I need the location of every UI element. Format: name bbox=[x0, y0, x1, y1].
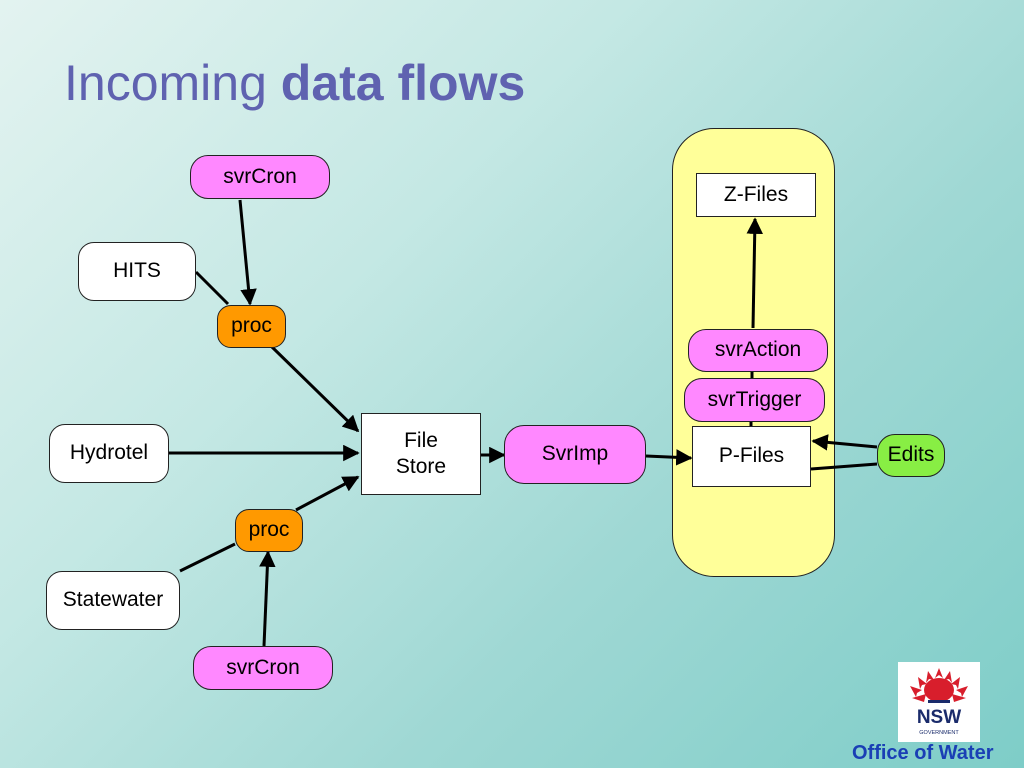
proc-top-node: proc bbox=[217, 305, 286, 348]
edge-proc-top-to-filestore bbox=[270, 345, 360, 433]
svrimp-node: SvrImp bbox=[504, 425, 646, 484]
svrtrigger-node: svrTrigger bbox=[684, 378, 825, 422]
nsw-government-logo: NSW GOVERNMENT bbox=[898, 662, 980, 742]
p-files-node: P-Files bbox=[692, 426, 811, 487]
file-store-node: File Store bbox=[361, 413, 481, 495]
edits-node: Edits bbox=[877, 434, 945, 477]
edge-svrcron-top-to-proc bbox=[238, 199, 257, 306]
logo-text: NSW bbox=[917, 707, 961, 728]
file-store-label-line1: File bbox=[404, 428, 438, 452]
statewater-node: Statewater bbox=[46, 571, 180, 630]
hydrotel-node: Hydrotel bbox=[49, 424, 169, 483]
z-files-node: Z-Files bbox=[696, 173, 816, 217]
edge-statewater-to-proc bbox=[179, 542, 236, 573]
edge-edits-to-pfiles bbox=[811, 434, 878, 451]
svrcron-top-node: svrCron bbox=[190, 155, 330, 199]
hits-node: HITS bbox=[78, 242, 196, 301]
title-bold: data flows bbox=[280, 55, 526, 111]
svrcron-bottom-node: svrCron bbox=[193, 646, 333, 690]
waratah-icon: NSW GOVERNMENT bbox=[910, 668, 968, 736]
proc-bottom-node: proc bbox=[235, 509, 303, 552]
edge-pfiles-to-edits bbox=[810, 462, 878, 471]
svraction-node: svrAction bbox=[688, 329, 828, 372]
file-store-label-line2: Store bbox=[395, 455, 447, 478]
title-normal: Incoming bbox=[64, 55, 267, 111]
edge-svrcron-bottom-to-proc bbox=[259, 550, 276, 647]
organization-name: Office of Water bbox=[852, 742, 994, 764]
edge-svraction-to-zfiles bbox=[746, 217, 763, 329]
logo-subtext: GOVERNMENT bbox=[919, 730, 959, 736]
edge-hits-to-proc bbox=[194, 270, 230, 306]
page-title: Incoming data flows bbox=[64, 54, 525, 112]
edge-proc-bottom-to-filestore bbox=[295, 475, 360, 512]
edge-svrimp-to-pfiles bbox=[645, 449, 693, 466]
